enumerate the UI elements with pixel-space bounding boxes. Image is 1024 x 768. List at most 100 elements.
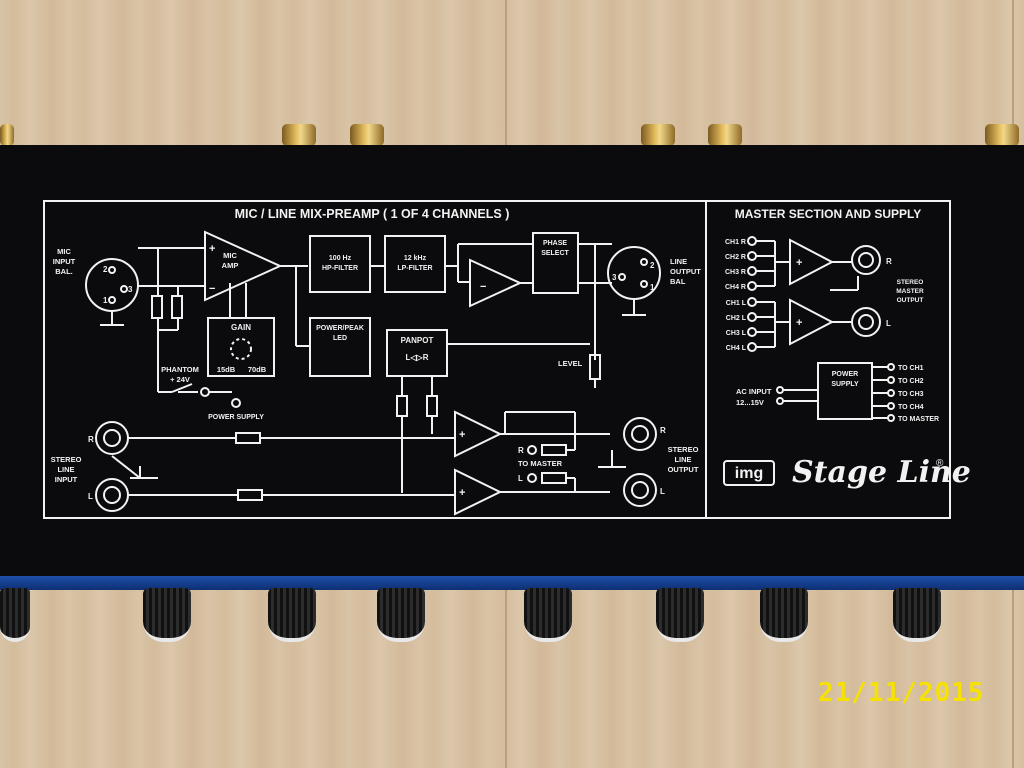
master-input-l: CH3 L: [726, 330, 747, 337]
channel-l-label: L: [886, 319, 891, 328]
rear-gold-jack: [0, 124, 14, 146]
master-out-r-jack: [851, 245, 881, 275]
master-input-l: CH4 L: [726, 345, 747, 352]
master-out-l-jack: [851, 307, 881, 337]
hp-filter-box: [309, 235, 371, 293]
stereo-line-output-label: STEREO: [668, 445, 699, 454]
gain-max-label: 70dB: [248, 365, 267, 374]
channel-r-label: R: [518, 446, 524, 455]
brand-name: Stage Line: [792, 455, 971, 490]
mix-section-title: MIC / LINE MIX-PREAMP ( 1 OF 4 CHANNELS …: [235, 207, 510, 221]
line-output-label: BAL: [670, 277, 686, 286]
stereo-master-output-label: STEREO: [897, 279, 924, 286]
pin-label: 1: [103, 296, 108, 305]
supply-output-label: TO CH1: [898, 365, 924, 372]
panpot-box: [386, 329, 448, 377]
supply-output-label: TO MASTER: [898, 416, 939, 423]
channel-r-label: R: [886, 257, 892, 266]
front-panel-blue-strip: [0, 576, 1024, 590]
minus-sign: −: [209, 283, 215, 295]
plus-sign: +: [209, 243, 215, 255]
control-knob: [893, 588, 941, 642]
plus-sign: +: [796, 257, 802, 269]
pin-label: 2: [103, 265, 108, 274]
power-supply-box-label: POWER: [832, 371, 858, 378]
panpot-arrows: L◁▷R: [406, 353, 429, 362]
channel-r-label: R: [88, 435, 94, 444]
mic-input-label: BAL.: [55, 267, 73, 276]
master-input-r: CH3 R: [725, 269, 746, 276]
mic-amp-triangle: [204, 230, 283, 302]
master-input-r: CH4 R: [725, 284, 746, 291]
control-knob: [524, 588, 572, 642]
control-knob: [143, 588, 191, 642]
master-input-l: CH1 L: [726, 300, 747, 307]
master-input-r: CH2 R: [725, 254, 746, 261]
to-master-label: TO MASTER: [518, 459, 563, 468]
summing-amp-l: [454, 468, 503, 516]
brand-registered-mark: ®: [936, 458, 944, 469]
rear-gold-jack: [282, 124, 316, 146]
channel-l-label: L: [518, 474, 523, 483]
stereo-master-output-label: MASTER: [896, 288, 924, 295]
gain-min-label: 15dB: [217, 365, 236, 374]
pin-label: 1: [650, 283, 655, 292]
master-section-title: MASTER SECTION AND SUPPLY: [735, 207, 921, 221]
power-supply-label: POWER SUPPLY: [208, 414, 264, 421]
minus-sign: −: [480, 281, 486, 293]
ac-input-label: 12...15V: [736, 398, 764, 407]
stereo-input-r-jack: [95, 421, 129, 455]
control-knob: [0, 588, 30, 642]
panpot-label: PANPOT: [401, 336, 434, 345]
stereo-input-l-jack: [95, 478, 129, 512]
control-knob: [377, 588, 425, 642]
channel-l-label: L: [660, 487, 665, 496]
diagram-frame: [43, 200, 951, 519]
rear-gold-jack: [708, 124, 742, 146]
stereo-line-input-label: LINE: [57, 465, 74, 474]
line-output-label: OUTPUT: [670, 267, 701, 276]
phantom-label: PHANTOM: [161, 365, 199, 374]
phase-select-label: PHASE: [543, 240, 567, 247]
channel-l-label: L: [88, 492, 93, 501]
master-amp-l: [789, 298, 835, 346]
phantom-label: + 24V: [170, 375, 190, 384]
control-knob: [656, 588, 704, 642]
master-amp-r: [789, 238, 835, 286]
stereo-master-output-label: OUTPUT: [897, 297, 924, 304]
master-input-r: CH1 R: [725, 239, 746, 246]
lp-filter-box: [384, 235, 446, 293]
pin-label: 3: [128, 285, 133, 294]
stereo-line-output-label: LINE: [674, 455, 691, 464]
channel-r-label: R: [660, 426, 666, 435]
gain-box: [207, 317, 275, 377]
phase-select-label: SELECT: [541, 250, 569, 257]
plus-sign: +: [459, 487, 465, 499]
level-label: LEVEL: [558, 359, 583, 368]
stereo-line-output-label: OUTPUT: [668, 465, 699, 474]
photo-date-stamp: 21/11/2015: [818, 678, 985, 708]
lp-filter-label: 12 kHz: [404, 255, 427, 262]
mic-input-label: MIC: [57, 247, 71, 256]
ac-input-label: AC INPUT: [736, 387, 772, 396]
brand-logo-text: img: [735, 465, 763, 482]
supply-output-label: TO CH3: [898, 391, 924, 398]
pin-label: 2: [650, 261, 655, 270]
brand-logo-box: [723, 460, 775, 486]
power-peak-label: LED: [333, 335, 347, 342]
pin-label: 3: [612, 273, 617, 282]
supply-output-label: TO CH2: [898, 378, 924, 385]
summing-amp-r: [454, 410, 503, 458]
master-input-l: CH2 L: [726, 315, 747, 322]
stereo-line-input-label: INPUT: [55, 475, 78, 484]
control-knob: [760, 588, 808, 642]
lp-filter-label: LP-FILTER: [397, 265, 432, 272]
rear-gold-jack: [350, 124, 384, 146]
plus-sign: +: [796, 317, 802, 329]
mic-amp-label: MIC: [223, 251, 237, 260]
mic-amp-label: AMP: [222, 261, 239, 270]
stereo-output-l-jack: [623, 473, 657, 507]
plus-sign: +: [459, 429, 465, 441]
line-output-label: LINE: [670, 257, 687, 266]
inverter-triangle: [469, 258, 523, 308]
